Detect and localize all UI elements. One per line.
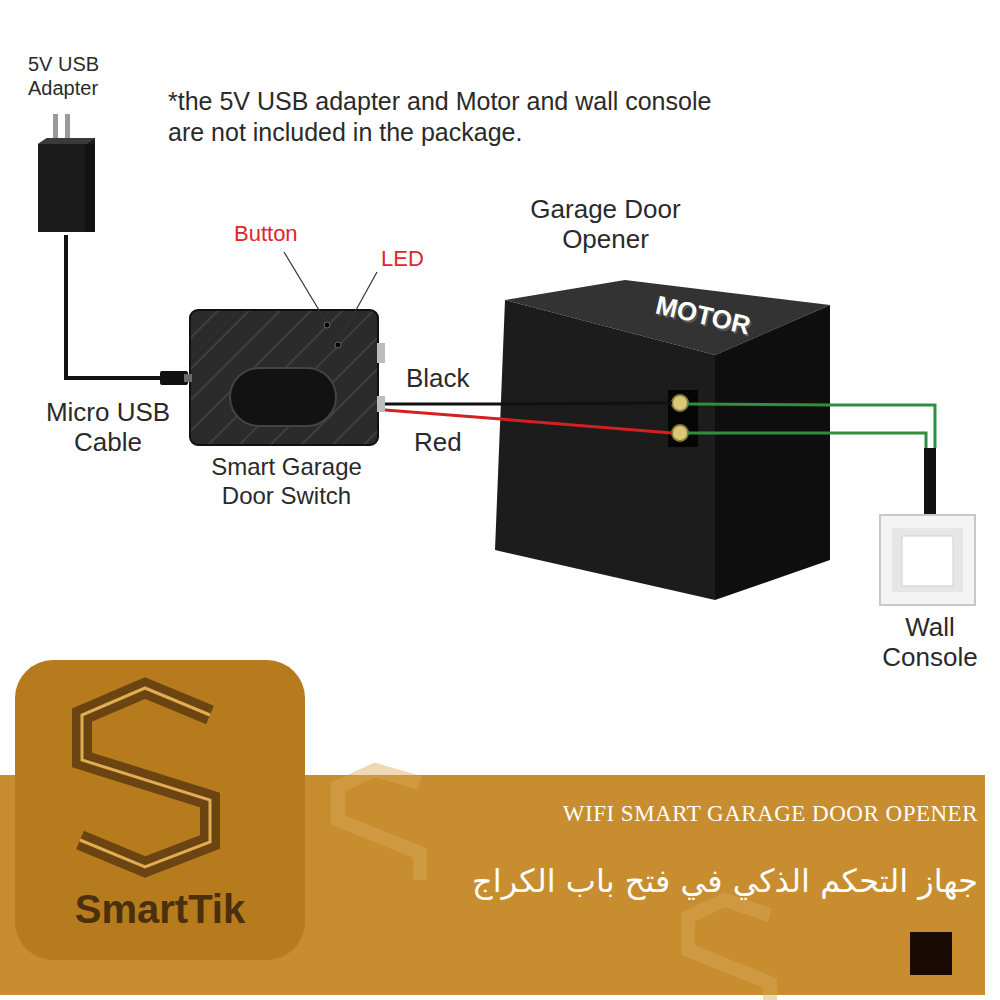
switch-label: Smart Garage Door Switch: [188, 453, 385, 511]
smart-switch-part: [335, 342, 341, 348]
text-slot: *the 5V USB adapter and Motor and wall c…: [168, 86, 733, 149]
arabic-title: جهاز التحكم الذكي في فتح باب الكراج: [380, 863, 978, 900]
usb-cable: [66, 235, 188, 378]
red-wire: [488, 418, 672, 433]
text-slot: Micro USB Cable: [28, 398, 188, 458]
title-band-part: [688, 900, 770, 1000]
text-slot: Button: [234, 221, 334, 246]
text-slot: Black: [406, 364, 496, 394]
text-slot: 5V USB Adapter: [28, 52, 124, 100]
motor-heading: Garage Door Opener: [488, 195, 723, 255]
wire-label: Red: [414, 428, 494, 458]
black-wire: [488, 403, 672, 404]
smart-switch-part: [377, 396, 385, 412]
wall-console-part: [924, 448, 936, 518]
text-slot: Garage Door Opener: [488, 195, 723, 255]
usb-adapter-part: [85, 144, 95, 232]
garage-motor-part: [672, 395, 688, 411]
brand-name: SmartTik: [15, 886, 305, 932]
smart-switch-part: [230, 368, 336, 426]
micro-usb-plug: [160, 371, 188, 385]
title-band-part: [910, 932, 952, 975]
smart-switch: Smart Garage Door Switch: [188, 308, 385, 518]
leader-line: [340, 272, 377, 339]
usb-adapter-part: [38, 138, 95, 232]
green-wire: [688, 432, 838, 435]
wall-console-part: [892, 528, 963, 592]
product-title: WIFI SMART GARAGE DOOR OPENER: [470, 801, 978, 827]
black-wire: [385, 403, 488, 406]
title-band-part: [338, 770, 420, 880]
wall-console-part: [902, 536, 953, 586]
cable-label: Micro USB Cable: [28, 398, 188, 458]
usb-adapter: 5V USB Adapter: [25, 52, 125, 235]
text-slot: Red: [414, 428, 494, 458]
logo-panel-part: [80, 688, 210, 867]
garage-motor-part: [495, 300, 715, 600]
led-label: LED: [381, 246, 441, 271]
garage-motor-part: [668, 390, 698, 447]
text-slot: جهاز التحكم الذكي في فتح باب الكراج: [380, 863, 978, 900]
smart-switch-part: [324, 322, 330, 328]
text-slot: WIFI SMART GARAGE DOOR OPENER: [470, 801, 978, 827]
package-note: *the 5V USB adapter and Motor and wall c…: [168, 86, 733, 149]
micro-usb-tip: [184, 374, 192, 382]
wall-console-part: [880, 515, 975, 605]
text-slot: Wall Console: [870, 613, 990, 673]
garage-motor-part: [715, 305, 830, 600]
text-slot: SmartTik: [15, 886, 305, 932]
green-wire: [688, 404, 838, 405]
logo-panel-part: [80, 688, 210, 867]
console-label: Wall Console: [870, 613, 990, 673]
text-slot: LED: [381, 246, 441, 271]
button-label: Button: [234, 221, 334, 246]
wire-label: Black: [406, 364, 496, 394]
logo-panel: SmartTik: [15, 660, 305, 960]
green-wire: [838, 433, 926, 448]
leader-line: [284, 252, 325, 320]
usb-adapter-part: [65, 114, 70, 142]
logo-panel-part: [15, 660, 305, 960]
usb-adapter-part: [38, 138, 95, 144]
text-slot: Smart Garage Door Switch: [188, 453, 385, 511]
usb-adapter-part: [53, 114, 58, 142]
adapter-label: 5V USB Adapter: [28, 52, 124, 100]
red-wire: [385, 410, 488, 418]
smart-switch-part: [377, 343, 385, 363]
smart-switch-part: [190, 310, 378, 445]
garage-motor-part: [672, 425, 688, 441]
wall-console: Wall Console: [870, 448, 990, 688]
green-wire: [838, 405, 935, 448]
